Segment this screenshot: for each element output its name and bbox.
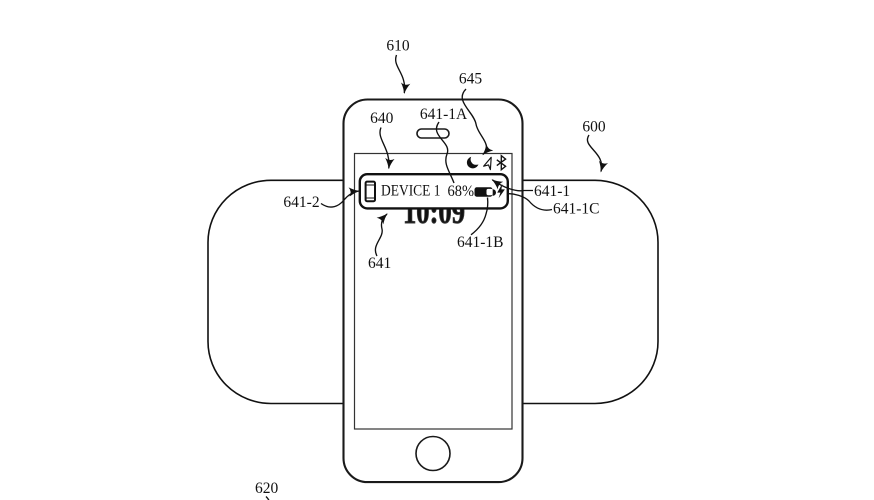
svg-text:610: 610 xyxy=(386,38,410,55)
svg-text:641-1A: 641-1A xyxy=(420,106,468,123)
svg-text:600: 600 xyxy=(582,119,606,136)
svg-text:68%: 68% xyxy=(448,183,475,200)
svg-text:641-2: 641-2 xyxy=(283,194,319,211)
svg-text:640: 640 xyxy=(370,110,394,127)
svg-text:DEVICE 1: DEVICE 1 xyxy=(381,183,441,200)
svg-text:641: 641 xyxy=(368,255,391,272)
svg-text:620: 620 xyxy=(255,480,279,497)
svg-text:641-1C: 641-1C xyxy=(553,201,600,218)
svg-text:641-1B: 641-1B xyxy=(457,234,504,251)
svg-text:641-1: 641-1 xyxy=(534,183,570,200)
svg-text:645: 645 xyxy=(459,71,483,88)
